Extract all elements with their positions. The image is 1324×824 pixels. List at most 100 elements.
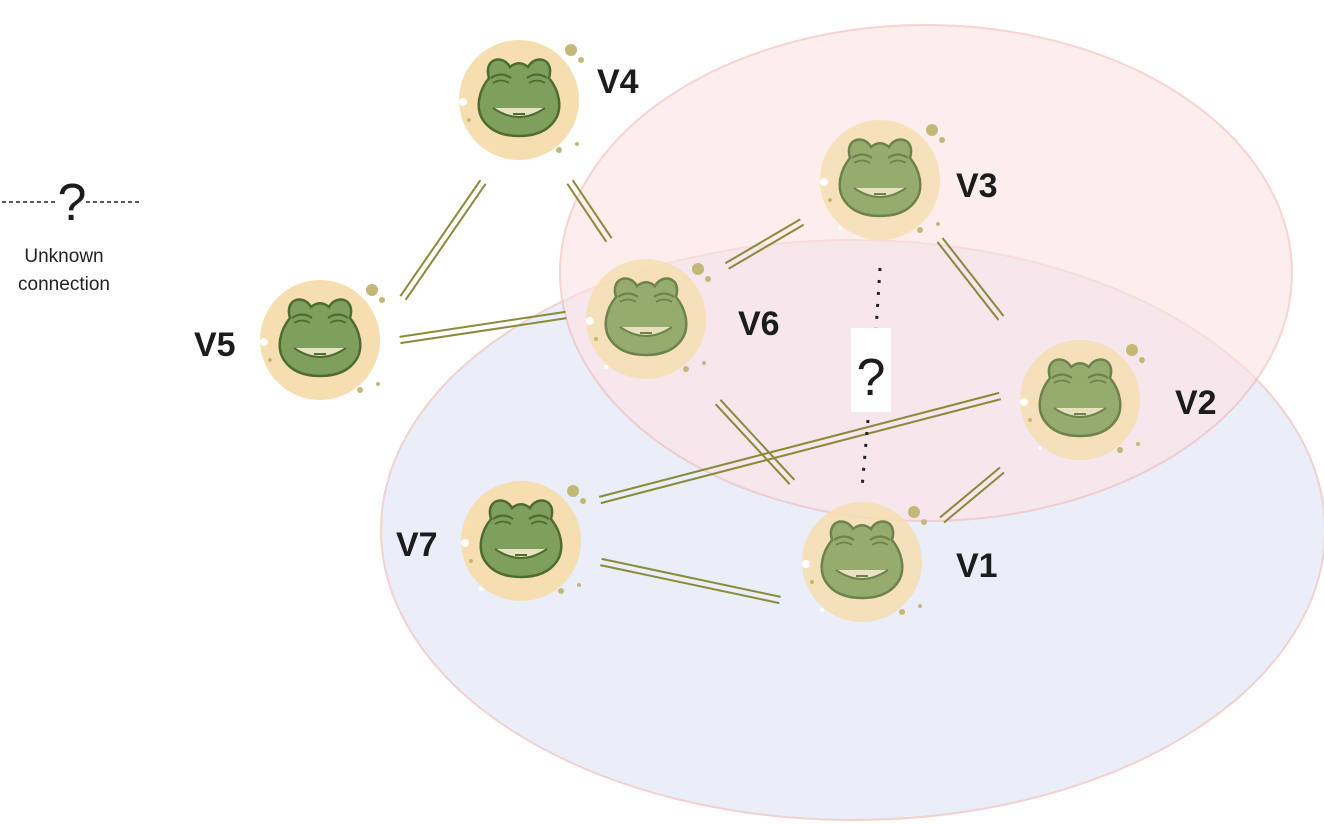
legend-question-mark: ? <box>58 174 87 232</box>
edge-stroke <box>400 317 567 345</box>
node-speck <box>376 382 380 386</box>
frog-face-icon <box>838 138 922 218</box>
node-speck <box>1028 418 1032 422</box>
node-speck <box>936 222 940 226</box>
frog-face-icon <box>820 520 904 600</box>
node-speck <box>459 98 467 106</box>
edge-stroke <box>566 183 608 243</box>
node-speck <box>810 580 814 584</box>
edge-stroke <box>598 391 1000 498</box>
edge-v2-v1 <box>939 466 1005 524</box>
node-speck <box>918 604 922 608</box>
edge-stroke <box>728 223 805 270</box>
node-speck <box>820 608 824 612</box>
node-label-v5: V5 <box>194 326 236 364</box>
node-speck <box>578 57 584 63</box>
node-speck <box>467 118 471 122</box>
unknown-edge-label-bg <box>851 328 891 412</box>
node-speck <box>899 609 905 615</box>
node-speck <box>705 276 711 282</box>
edge-v4-v6 <box>566 179 613 243</box>
frog-face-icon <box>278 298 362 378</box>
legend-text-line2: connection <box>18 274 110 295</box>
edge-stroke <box>600 564 780 605</box>
node-speck <box>1126 344 1138 356</box>
node-speck <box>479 587 483 591</box>
node-speck <box>820 178 828 186</box>
edge-v4-v5 <box>399 179 487 301</box>
edge-stroke <box>719 399 796 481</box>
node-speck <box>921 519 927 525</box>
edges-layer <box>399 179 1005 605</box>
node-v5 <box>260 280 385 400</box>
nodes-layer <box>260 40 1145 622</box>
unknown-edge: ? <box>851 267 891 489</box>
node-label-v3: V3 <box>956 167 998 205</box>
edge-stroke <box>399 310 566 338</box>
node-label-v4: V4 <box>597 63 639 101</box>
node-speck <box>260 338 268 346</box>
legend: ? Unknown connection <box>2 174 140 295</box>
node-speck <box>1038 446 1042 450</box>
frog-face-icon <box>604 277 688 357</box>
node-speck <box>683 366 689 372</box>
node-speck <box>604 365 608 369</box>
node-speck <box>917 227 923 233</box>
node-label-v6: V6 <box>738 305 780 343</box>
legend-text-line1: Unknown <box>24 246 103 267</box>
node-v7 <box>461 481 586 601</box>
node-speck <box>838 226 842 230</box>
edge-v5-v6 <box>399 310 567 345</box>
edge-stroke <box>714 403 791 485</box>
frog-face-icon <box>477 58 561 138</box>
node-speck <box>828 198 832 202</box>
node-v2 <box>1020 340 1145 460</box>
edge-stroke <box>936 241 1000 321</box>
edge-stroke <box>571 179 613 239</box>
node-speck <box>575 142 579 146</box>
node-label-v1: V1 <box>956 547 998 585</box>
edge-stroke <box>941 237 1005 317</box>
node-speck <box>278 386 282 390</box>
node-speck <box>461 539 469 547</box>
node-v4 <box>459 40 584 160</box>
node-v6 <box>586 259 711 379</box>
node-speck <box>580 498 586 504</box>
node-speck <box>939 137 945 143</box>
node-speck <box>565 44 577 56</box>
node-speck <box>594 337 598 341</box>
node-speck <box>556 147 562 153</box>
edge-stroke <box>600 398 1002 505</box>
node-speck <box>908 506 920 518</box>
edge-stroke <box>601 557 781 598</box>
node-v1 <box>802 502 927 622</box>
edge-stroke <box>939 466 1001 519</box>
edge-stroke <box>724 218 801 265</box>
node-labels: V4 V3 V6 V5 V2 V7 V1 <box>194 63 1217 585</box>
node-speck <box>366 284 378 296</box>
edge-v6-v3 <box>724 218 805 270</box>
node-label-v7: V7 <box>396 526 438 564</box>
unknown-edge-question-mark: ? <box>857 349 886 407</box>
frog-face-icon <box>1038 358 1122 438</box>
node-speck <box>469 559 473 563</box>
node-v3 <box>820 120 945 240</box>
node-speck <box>379 297 385 303</box>
node-speck <box>1136 442 1140 446</box>
node-speck <box>702 361 706 365</box>
node-speck <box>477 146 481 150</box>
node-speck <box>1020 398 1028 406</box>
node-speck <box>802 560 810 568</box>
edge-v3-v2 <box>936 237 1005 321</box>
node-speck <box>357 387 363 393</box>
edge-stroke <box>404 183 487 301</box>
node-label-v2: V2 <box>1175 384 1217 422</box>
frog-face-icon <box>479 499 563 579</box>
node-speck <box>558 588 564 594</box>
node-speck <box>1139 357 1145 363</box>
node-speck <box>586 317 594 325</box>
edge-v6-v1 <box>714 399 796 485</box>
node-speck <box>926 124 938 136</box>
node-speck <box>692 263 704 275</box>
